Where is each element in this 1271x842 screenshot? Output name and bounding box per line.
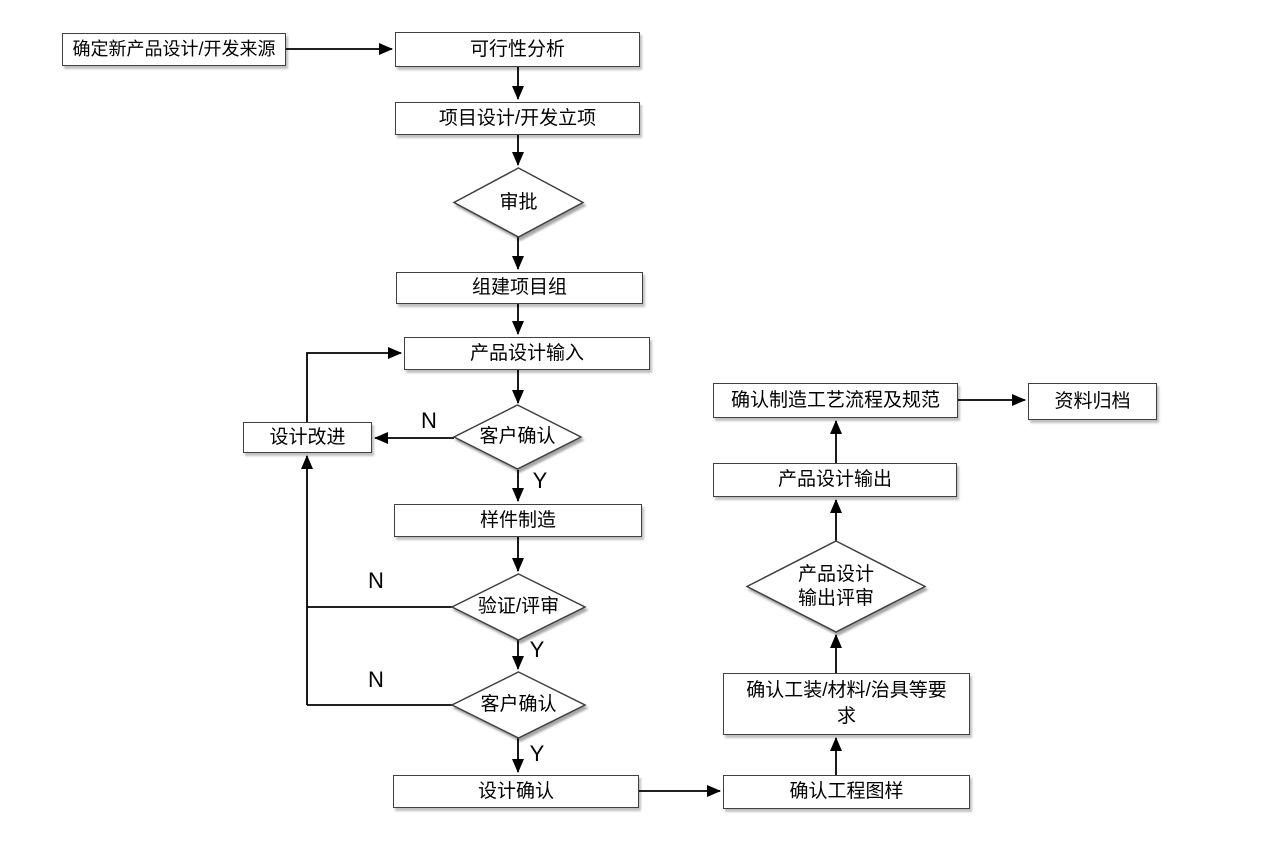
diamond-shape [454,405,581,469]
node-label: 可行性分析 [469,38,565,60]
node-customer-confirm-1-decision: 客户确认 [454,405,581,469]
node-project-initiation: 项目设计/开发立项 [395,102,640,135]
node-label: 客户确认 [480,694,557,716]
node-label: 资料归档 [1054,390,1131,412]
node-confirm-process-specs: 确认制造工艺流程及规范 [713,383,958,418]
node-label: 项目设计/开发立项 [438,107,597,129]
edge-improvement-to-design-input [306,347,402,422]
node-verification-review-decision: 验证/评审 [452,574,585,640]
diamond-shape [747,541,925,632]
branch-label-no-1: N [421,408,437,433]
node-label: 客户确认 [479,426,556,448]
node-confirm-tooling-requirements: 确认工装/材料/治具等要 求 [723,673,970,735]
node-label: 样件制造 [479,509,556,531]
node-label: 设计改进 [269,426,346,448]
node-label: 确认工装/材料/治具等要 求 [746,680,947,727]
node-design-confirmation: 设计确认 [393,775,639,808]
branch-label-yes-1: Y [532,468,548,493]
branch-label-no-2: N [368,568,384,593]
node-label: 产品设计输出 [777,469,892,491]
node-label: 设计确认 [477,780,554,802]
node-design-output-review-decision: 产品设计 输出评审 [747,541,925,632]
branch-label-yes-2: Y [529,637,545,662]
diamond-shape [454,168,583,237]
node-label: 产品设计 输出评审 [797,563,874,609]
branch-label-yes-3: Y [529,741,545,766]
node-customer-confirm-2-decision: 客户确认 [452,672,585,738]
node-determine-source: 确定新产品设计/开发来源 [62,33,286,66]
node-feasibility-analysis: 可行性分析 [395,32,640,67]
node-label: 产品设计输入 [469,342,584,364]
node-label: 确认工程图样 [789,781,904,803]
diamond-shape [452,574,585,640]
node-label: 审批 [499,191,538,213]
node-approval-decision: 审批 [454,168,583,237]
node-form-project-team: 组建项目组 [396,272,643,304]
node-label: 确定新产品设计/开发来源 [72,39,276,60]
node-sample-manufacturing: 样件制造 [394,504,642,537]
diamond-shape [452,672,585,738]
node-product-design-input: 产品设计输入 [404,337,650,370]
node-label: 确认制造工艺流程及规范 [730,389,940,411]
node-label: 验证/评审 [477,596,560,618]
node-confirm-engineering-drawings: 确认工程图样 [723,775,970,809]
node-design-improvement: 设计改进 [243,422,372,453]
branch-label-no-3: N [368,667,384,692]
node-archive: 资料归档 [1028,383,1157,420]
node-product-design-output: 产品设计输出 [713,463,957,497]
node-label: 组建项目组 [471,277,567,299]
